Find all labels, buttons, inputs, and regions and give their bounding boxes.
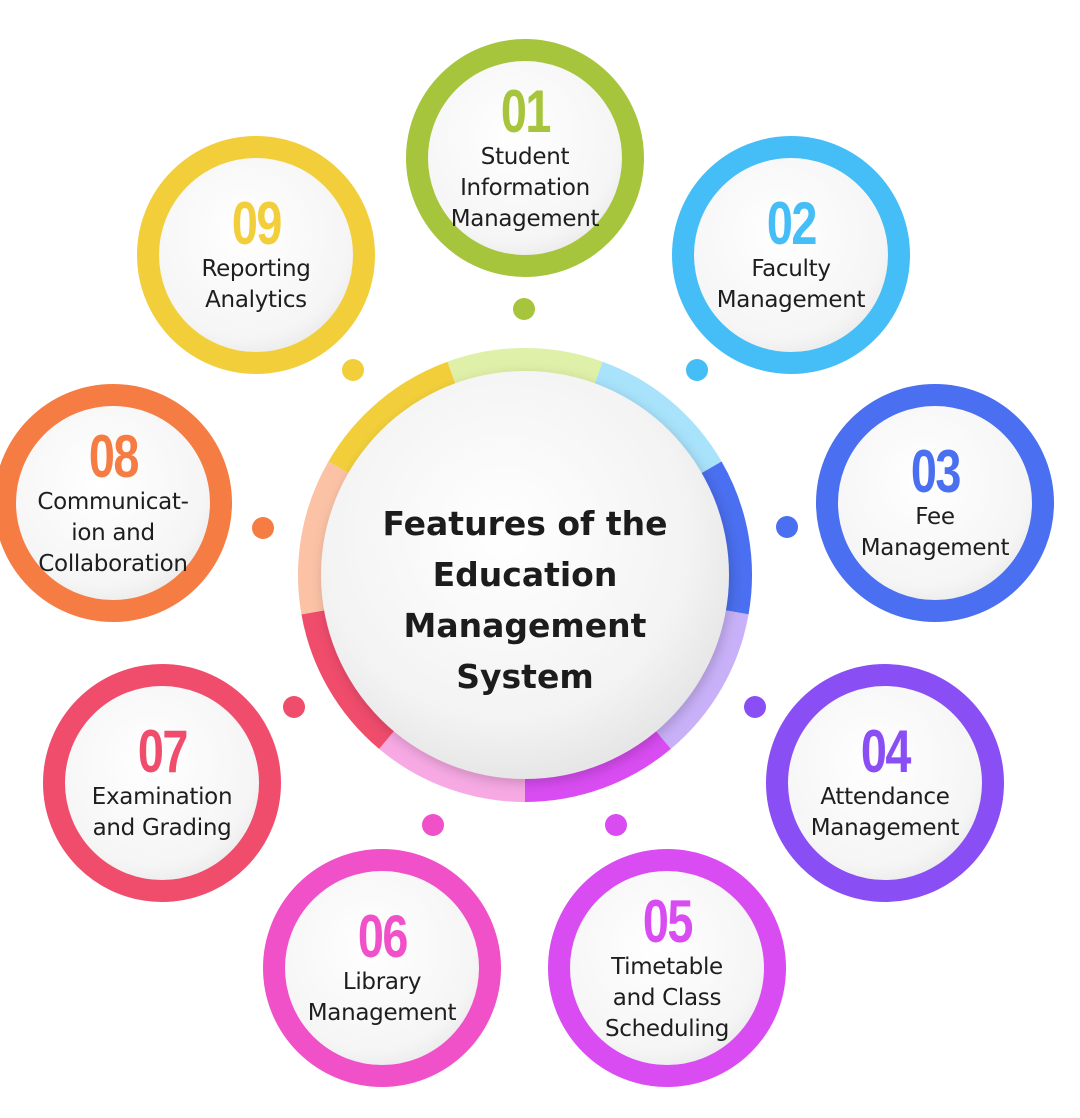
connector-dot-02 bbox=[686, 359, 708, 381]
connector-dot-03 bbox=[776, 516, 798, 538]
center-ring-segment-02 bbox=[592, 361, 722, 476]
feature-number: 04 bbox=[860, 718, 911, 785]
feature-ring-02 bbox=[672, 136, 910, 374]
feature-ring-09 bbox=[137, 136, 375, 374]
center-ring-segment-09 bbox=[328, 361, 458, 476]
center-ring-segment-01 bbox=[447, 348, 603, 389]
connector-dot-07 bbox=[283, 696, 305, 718]
feature-number: 05 bbox=[642, 887, 693, 955]
center-ring-segment-04 bbox=[652, 609, 749, 749]
connector-dot-01 bbox=[513, 298, 535, 320]
center-ring-segment-07 bbox=[301, 609, 398, 749]
connector-dot-09 bbox=[342, 359, 364, 381]
feature-ring-03 bbox=[816, 384, 1054, 622]
connector-dot-04 bbox=[744, 696, 766, 718]
feature-label: Reporting Analytics bbox=[201, 256, 311, 313]
feature-ring-07 bbox=[43, 664, 281, 902]
center-ring-segment-08 bbox=[298, 461, 353, 615]
feature-label: Attendance Management bbox=[810, 784, 960, 841]
feature-number: 06 bbox=[357, 903, 408, 970]
center-ring-segment-06 bbox=[379, 727, 526, 802]
feature-label: Faculty Management bbox=[716, 256, 866, 313]
center-circle bbox=[321, 371, 729, 779]
feature-number: 09 bbox=[231, 190, 282, 257]
feature-ring-05 bbox=[548, 849, 786, 1087]
feature-number: 03 bbox=[910, 438, 961, 505]
center-ring-segment-03 bbox=[697, 461, 752, 615]
feature-label: Fee Management bbox=[860, 504, 1010, 561]
feature-label: Examination and Grading bbox=[91, 784, 233, 841]
connector-dot-06 bbox=[422, 814, 444, 836]
feature-number: 01 bbox=[500, 77, 551, 145]
connector-dot-08 bbox=[252, 517, 274, 539]
feature-number: 07 bbox=[137, 718, 188, 785]
feature-ring-08 bbox=[0, 384, 232, 622]
feature-label: Student Information Management bbox=[450, 143, 600, 232]
feature-label: Timetable and Class Scheduling bbox=[604, 953, 730, 1042]
center-ring-segment-05 bbox=[524, 727, 671, 802]
connector-dot-05 bbox=[605, 814, 627, 836]
feature-number: 08 bbox=[88, 422, 139, 490]
feature-ring-01 bbox=[406, 39, 644, 277]
feature-ring-06 bbox=[263, 849, 501, 1087]
feature-label: Communicat- ion and Collaboration bbox=[37, 488, 189, 577]
feature-label: Library Management bbox=[307, 969, 457, 1026]
feature-number: 02 bbox=[766, 190, 817, 257]
feature-ring-04 bbox=[766, 664, 1004, 902]
center-title: Features of the Education Management Sys… bbox=[382, 504, 668, 696]
